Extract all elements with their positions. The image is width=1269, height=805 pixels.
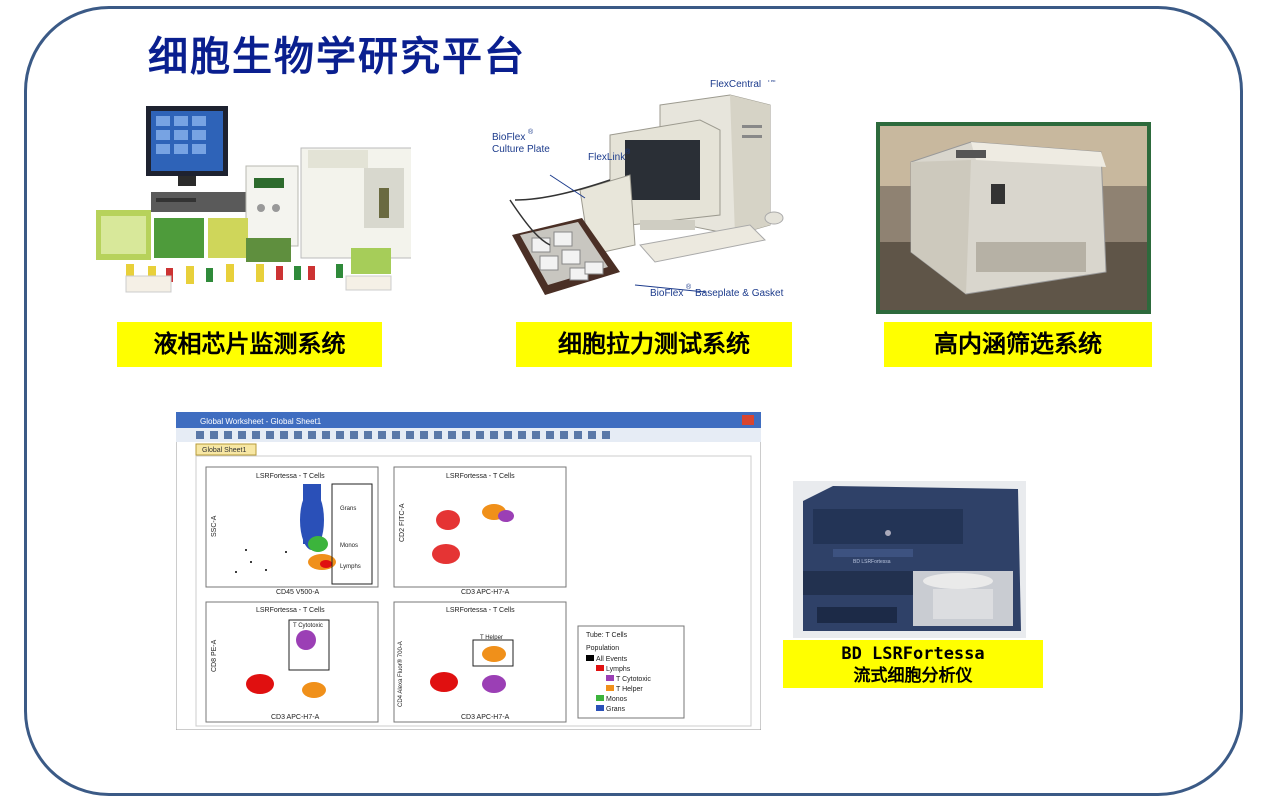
plot1-xlabel: CD45 V500-A (276, 589, 320, 596)
flexcentral-tm: TM (767, 80, 776, 84)
system-label-cell-tension: 细胞拉力测试系统 (516, 322, 792, 367)
instrument-label-line1: BD LSRFortessa (841, 644, 985, 664)
baseplate-rest-label: Baseplate & Gasket (695, 288, 784, 299)
bioflex-plate-label: BioFlex (492, 132, 525, 143)
legend-item-all: All Events (596, 656, 628, 663)
plot4-title: LSRFortessa - T Cells (446, 607, 515, 614)
plot2-ylabel: CD2 FITC-A (399, 503, 406, 542)
legend-item-tcyto: T Cytotoxic (616, 676, 651, 683)
flexcentral-label: FlexCentral (710, 80, 761, 90)
legend-item-lymphs: Lymphs (606, 666, 631, 673)
culture-plate-label: Culture Plate (492, 144, 550, 155)
plot-ssc-cd45: LSRFortessa - T Cells CD45 V500-A SSC-A … (205, 466, 379, 596)
legend-item-grans: Grans (606, 706, 626, 713)
instrument-label: BD LSRFortessa 流式细胞分析仪 (783, 640, 1043, 688)
plot3-xlabel: CD3 APC-H7-A (271, 714, 320, 721)
plot4-ylabel: CD4 Alexa Fluor® 700-A (397, 641, 404, 707)
gate-t-helper: T Helper (480, 635, 503, 641)
system-label-liquid-chip: 液相芯片监测系统 (117, 322, 382, 367)
legend-population: Population (586, 645, 619, 652)
legend-item-monos: Monos (606, 696, 628, 703)
plot1-title: LSRFortessa - T Cells (256, 473, 325, 480)
instrument-brand-text: BD LSRFortessa (853, 559, 891, 565)
instrument-label-line2: 流式细胞分析仪 (853, 666, 973, 686)
gate-lymphs: Lymphs (340, 564, 361, 570)
gate-grans: Grans (340, 506, 356, 512)
plot-cd4-cd3: LSRFortessa - T Cells CD3 APC-H7-A CD4 A… (393, 601, 567, 723)
plot-cd2-cd3: LSRFortessa - T Cells CD3 APC-H7-A CD2 F… (393, 466, 567, 596)
baseplate-reg: ® (686, 283, 692, 291)
plot3-ylabel: CD8 PE-A (211, 639, 218, 672)
plot2-xlabel: CD3 APC-H7-A (461, 589, 510, 596)
page-title: 细胞生物学研究平台 (148, 34, 526, 80)
system-label-high-content: 高内涵筛选系统 (884, 322, 1152, 367)
sheet-tab: Global Sheet1 (202, 447, 246, 454)
legend-tube: Tube: T Cells (586, 632, 628, 639)
plot3-title: LSRFortessa - T Cells (256, 607, 325, 614)
window-title: Global Worksheet - Global Sheet1 (200, 417, 322, 426)
flow-worksheet-window: Global Worksheet - Global Sheet1 Global … (176, 412, 761, 730)
bd-lsrfortessa-icon: BD LSRFortessa (793, 481, 1026, 638)
plot4-xlabel: CD3 APC-H7-A (461, 714, 510, 721)
high-content-screening-icon (876, 122, 1151, 314)
gate-monos: Monos (340, 543, 358, 549)
baseplate-bioflex-label: BioFlex (650, 288, 683, 299)
bioflex-plate-reg: ® (528, 128, 534, 136)
liquid-chip-system-icon (96, 106, 411, 293)
flexlink-label: FlexLink (588, 152, 626, 163)
population-legend: Tube: T Cells Population All Events Lymp… (577, 625, 685, 719)
cell-tension-system-icon: FlexCentral TM BioFlex ® Culture Plate F… (492, 80, 784, 299)
plot2-title: LSRFortessa - T Cells (446, 473, 515, 480)
flexlink-reg: ® (625, 148, 631, 156)
gate-t-cytotoxic: T Cytotoxic (293, 623, 323, 629)
plot1-ylabel: SSC-A (211, 515, 218, 537)
plot-cd8-cd3: LSRFortessa - T Cells CD3 APC-H7-A CD8 P… (205, 601, 379, 723)
close-icon[interactable] (742, 415, 754, 425)
legend-item-thelper: T Helper (616, 686, 643, 693)
